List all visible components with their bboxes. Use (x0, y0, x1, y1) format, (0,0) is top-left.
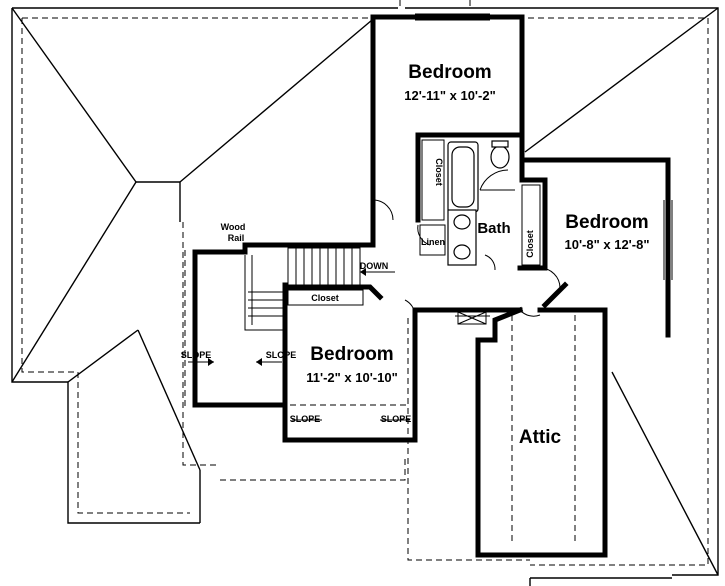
closet-right-label: Closet (525, 230, 535, 258)
slope-label-4: SLOPE (381, 414, 412, 424)
down-label: DOWN (360, 261, 389, 271)
bedroom-right-name: Bedroom (565, 212, 648, 233)
staircase (244, 247, 395, 331)
sink-2 (453, 244, 471, 260)
attic-name: Attic (519, 427, 562, 448)
dashed-eave-lines (21, 0, 709, 566)
slope-label-3: SLOPE (290, 414, 321, 424)
bedroom-bottom-name: Bedroom (310, 344, 393, 365)
labels: Bedroom 12'-11" x 10'-2" Bedroom 10'-8" … (181, 62, 650, 448)
slope-arrows (188, 358, 410, 421)
linen-label: Linen (421, 237, 445, 247)
bath-name: Bath (477, 220, 510, 237)
bedroom-bottom-size: 11'-2" x 10'-10" (306, 370, 398, 385)
wood-rail-label-2: Rail (228, 233, 245, 243)
bath-fixtures (447, 140, 515, 266)
door-swings (372, 199, 561, 317)
closet-bottom-label: Closet (311, 293, 339, 303)
bedroom-right-size: 10'-8" x 12'-8" (564, 237, 649, 252)
closet-details (287, 139, 541, 325)
roof-outline (11, 7, 719, 586)
slope-label-2: SLOPE (266, 350, 297, 360)
sink-1 (453, 214, 471, 230)
bedroom-top-size: 12'-11" x 10'-2" (404, 88, 496, 103)
bedroom-top-name: Bedroom (408, 62, 491, 83)
slope-label-1: SLOPE (181, 350, 212, 360)
walls (192, 13, 673, 558)
wood-rail-label-1: Wood (221, 222, 246, 232)
closet-top-label: Closet (434, 158, 444, 186)
toilet (490, 145, 510, 169)
